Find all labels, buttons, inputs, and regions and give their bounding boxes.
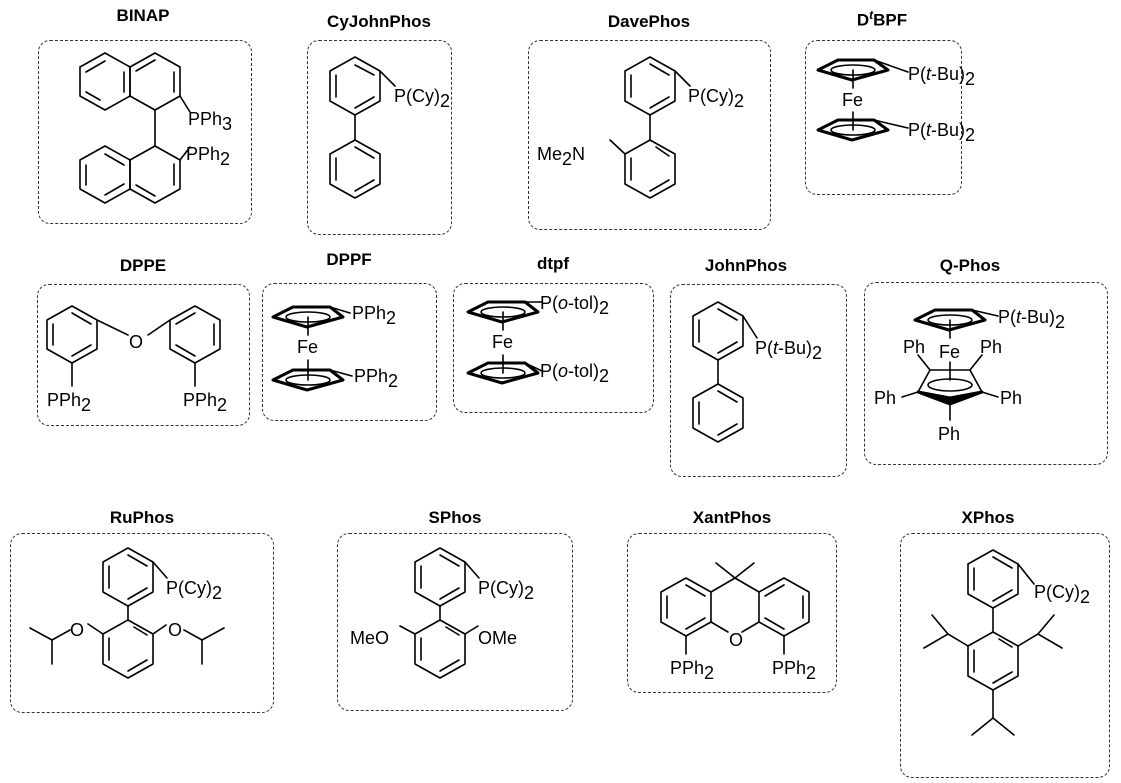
ligand-box-dppe — [37, 284, 250, 426]
ligand-box-dppf — [262, 283, 437, 421]
ligand-title-xphos: XPhos — [961, 508, 1015, 527]
svg-text:PPh2: PPh2 — [183, 390, 227, 415]
qphos-structure: P(t-Bu)2 Fe Ph Ph Ph Ph Ph — [874, 307, 1065, 444]
ligand-title-ruphos: RuPhos — [109, 508, 175, 527]
ligand-title-sphos: SPhos — [428, 508, 482, 527]
davephos-label-pcy2: P(Cy) — [688, 86, 734, 106]
johnphos-label-ptbu2: P( — [755, 338, 773, 358]
xantphos-label-pph2-left: PPh — [670, 658, 704, 678]
ligand-title-qphos: Q-Phos — [939, 256, 1001, 275]
ligand-title-xantphos: XantPhos — [692, 508, 772, 527]
sphos-label-ome: OMe — [478, 628, 517, 648]
ruphos-structure: P(Cy)2 O O — [29, 547, 225, 679]
svg-text:PPh2: PPh2 — [354, 366, 398, 391]
dtpf-label-potol2-bottom: P( — [540, 361, 558, 381]
svg-text:PPh2: PPh2 — [772, 658, 816, 683]
ligand-title-binap: BINAP — [116, 6, 170, 25]
dppe-structure: O PPh2 PPh2 — [46, 305, 227, 415]
ligand-title-davephos: DavePhos — [607, 12, 691, 31]
ligand-box-xphos — [900, 533, 1110, 778]
ligand-box-xantphos — [627, 533, 837, 693]
dtbpf-structure: Fe P(t-Bu)2 P(t-Bu)2 — [816, 58, 975, 145]
cyjohnphos-structure: P(Cy)2 — [329, 56, 450, 199]
qphos-label-ptbu2: P( — [998, 307, 1016, 327]
svg-text:P(Cy)2: P(Cy)2 — [166, 578, 222, 603]
qphos-label-ph-5: Ph — [938, 424, 960, 444]
ligand-box-johnphos — [670, 284, 847, 477]
dppe-label-pph2-left: PPh — [47, 390, 81, 410]
ligand-box-binap — [38, 40, 252, 224]
ligand-box-cyjohnphos — [307, 40, 452, 235]
ligand-box-sphos — [337, 533, 573, 711]
ligand-box-davephos — [528, 40, 771, 230]
svg-text:P(t-Bu)2: P(t-Bu)2 — [908, 64, 975, 89]
svg-text:PPh3: PPh3 — [188, 109, 232, 134]
qphos-label-ph-1: Ph — [903, 337, 925, 357]
sphos-label-pcy2: P(Cy) — [478, 578, 524, 598]
ligand-title-johnphos: JohnPhos — [704, 256, 788, 275]
dppe-label-o: O — [129, 332, 143, 352]
xantphos-structure: O PPh2 PPh2 — [660, 562, 816, 683]
dppf-label-pph2-bottom: PPh — [354, 366, 388, 386]
svg-text:Fe: Fe — [939, 342, 960, 362]
svg-text:P(Cy)2: P(Cy)2 — [394, 86, 450, 111]
svg-text:P(Cy)2: P(Cy)2 — [688, 86, 744, 111]
ruphos-label-pcy2: P(Cy) — [166, 578, 212, 598]
qphos-label-ph-3: Ph — [874, 388, 896, 408]
ruphos-label-o-right: O — [168, 620, 182, 640]
dtpf-label-potol2-top: P( — [540, 293, 558, 313]
svg-text:Fe: Fe — [842, 90, 863, 110]
ligand-box-qphos — [864, 282, 1108, 465]
davephos-label-me2n: Me — [537, 144, 562, 164]
qphos-label-ph-4: Ph — [1000, 388, 1022, 408]
davephos-structure: P(Cy)2 Me2N — [537, 56, 744, 199]
xphos-structure: P(Cy)2 — [923, 549, 1090, 736]
ligand-title-dppe: DPPE — [119, 256, 167, 275]
xantphos-label-pph2-right: PPh — [772, 658, 806, 678]
binap-label-pph3: PPh — [188, 109, 222, 129]
svg-text:P(t-Bu)2: P(t-Bu)2 — [908, 120, 975, 145]
svg-text:PPh2: PPh2 — [352, 303, 396, 328]
svg-text:Fe: Fe — [492, 332, 513, 352]
ruphos-label-o-left: O — [70, 620, 84, 640]
svg-text:PPh2: PPh2 — [670, 658, 714, 683]
svg-text:Fe: Fe — [297, 337, 318, 357]
ligand-title-dtbpf: DtBPF — [856, 8, 908, 30]
svg-text:PPh2: PPh2 — [47, 390, 91, 415]
svg-text:P(t-Bu)2: P(t-Bu)2 — [998, 307, 1065, 332]
svg-text:PPh2: PPh2 — [186, 144, 230, 169]
dtpf-structure: Fe P(o-tol)2 P(o-tol)2 — [466, 293, 609, 386]
ligand-box-dtbpf — [805, 40, 962, 195]
ligand-box-dtpf — [453, 283, 654, 413]
svg-text:P(Cy)2: P(Cy)2 — [1034, 582, 1090, 607]
svg-text:P(o-tol)2: P(o-tol)2 — [540, 361, 609, 386]
johnphos-structure: P(t-Bu)2 — [692, 301, 822, 443]
ligand-title-cyjohnphos: CyJohnPhos — [327, 12, 431, 31]
ligand-title-dppf: DPPF — [326, 250, 372, 269]
cyjohnphos-label-pcy2: P(Cy) — [394, 86, 440, 106]
dppf-label-pph2-top: PPh — [352, 303, 386, 323]
svg-text:Me2N: Me2N — [537, 144, 585, 169]
dtbpf-label-ptbu2-top: P( — [908, 64, 926, 84]
dppf-structure: Fe PPh2 PPh2 — [271, 303, 398, 392]
dtbpf-label-ptbu2-bottom: P( — [908, 120, 926, 140]
xantphos-label-o: O — [729, 630, 743, 650]
sphos-label-meo: MeO — [350, 628, 389, 648]
dppe-label-pph2-right: PPh — [183, 390, 217, 410]
binap-label-pph2: PPh — [186, 144, 220, 164]
svg-text:P(Cy)2: P(Cy)2 — [478, 578, 534, 603]
svg-text:P(o-tol)2: P(o-tol)2 — [540, 293, 609, 318]
ligand-box-ruphos — [10, 533, 274, 713]
svg-text:P(t-Bu)2: P(t-Bu)2 — [755, 338, 822, 363]
ligand-title-dtpf: dtpf — [536, 254, 570, 273]
binap-structure: PPh3 PPh2 — [79, 52, 232, 204]
xphos-label-pcy2: P(Cy) — [1034, 582, 1080, 602]
qphos-label-ph-2: Ph — [980, 337, 1002, 357]
sphos-structure: P(Cy)2 MeO OMe — [350, 547, 534, 679]
